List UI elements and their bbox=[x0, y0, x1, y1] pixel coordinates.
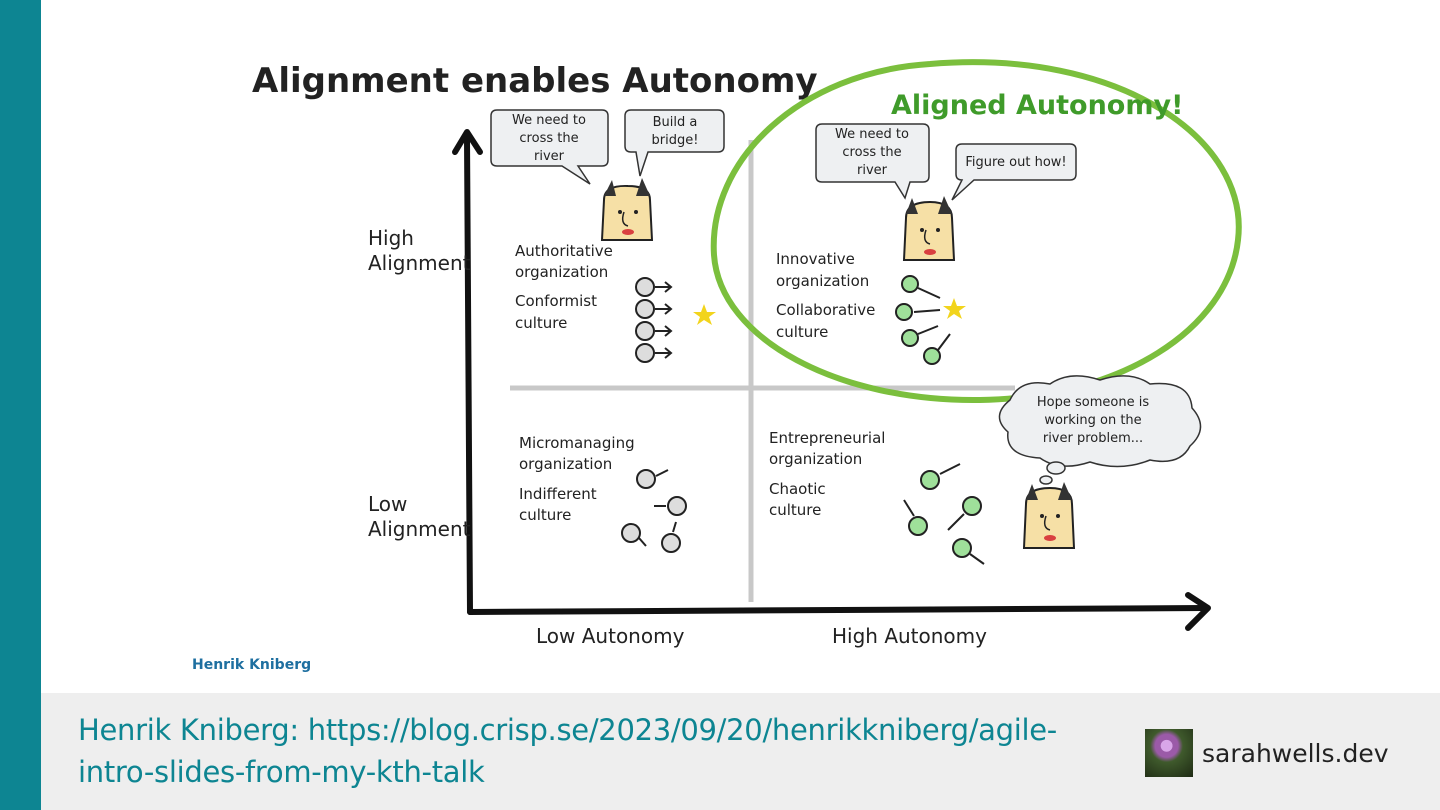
br-org-line1: Entrepreneurial bbox=[769, 429, 885, 447]
y-axis bbox=[452, 129, 483, 615]
x-low-label: Low Autonomy bbox=[536, 624, 685, 648]
thought-line2: working on the bbox=[1044, 413, 1141, 428]
thought-line1: Hope someone is bbox=[1037, 395, 1149, 410]
bubble-tl-b-line2: bridge! bbox=[652, 133, 699, 148]
x-axis bbox=[467, 592, 1211, 631]
flower-avatar-icon bbox=[1145, 729, 1193, 777]
bubble-tl-a-line3: river bbox=[534, 149, 565, 164]
brand-name: sarahwells.dev bbox=[1202, 738, 1389, 768]
y-low-label-line2: Alignment bbox=[368, 517, 471, 541]
x-high-label: High Autonomy bbox=[832, 624, 987, 648]
thought-line3: river problem... bbox=[1043, 431, 1143, 446]
leader-face-tl bbox=[600, 178, 654, 241]
tr-org-line1: Innovative bbox=[776, 250, 855, 268]
y-low-label-line1: Low bbox=[368, 492, 407, 516]
tl-culture-line2: culture bbox=[515, 314, 567, 332]
goal-star-icon bbox=[693, 304, 716, 325]
diagram-title: Alignment enables Autonomy bbox=[252, 61, 818, 101]
brand: sarahwells.dev bbox=[1145, 729, 1389, 777]
br-culture-line2: culture bbox=[769, 501, 821, 519]
thought-cloud: Hope someone is working on the river pro… bbox=[998, 375, 1202, 485]
speech-bubble-tl-b: Build a bridge! bbox=[624, 109, 725, 177]
y-high-label-line1: High bbox=[368, 226, 414, 250]
leader-face-tr bbox=[902, 196, 956, 261]
credit-label: Henrik Kniberg bbox=[192, 657, 311, 673]
bl-culture-line2: culture bbox=[519, 506, 571, 524]
aligned-autonomy-label: Aligned Autonomy! bbox=[891, 90, 1183, 121]
footer: Henrik Kniberg: https://blog.crisp.se/20… bbox=[41, 693, 1440, 810]
bubble-tl-b-line1: Build a bbox=[653, 115, 698, 130]
bubble-tr-a-line3: river bbox=[857, 163, 888, 178]
alignment-autonomy-diagram: Alignment enables Autonomy High Alignmen… bbox=[192, 59, 1242, 673]
chaotic-faces bbox=[903, 463, 985, 565]
speech-bubble-tr-a: We need to cross the river bbox=[815, 123, 930, 200]
tl-org-line2: organization bbox=[515, 263, 608, 281]
goal-star-icon-2 bbox=[943, 298, 966, 319]
tl-org-line1: Authoritative bbox=[515, 242, 613, 260]
tl-culture-line1: Conformist bbox=[515, 292, 597, 310]
bubble-tr-a-line2: cross the bbox=[842, 145, 901, 160]
conformist-faces bbox=[635, 277, 673, 363]
bl-org-line1: Micromanaging bbox=[519, 434, 635, 452]
bubble-tr-a-line1: We need to bbox=[835, 127, 909, 142]
aligned-autonomy-circle bbox=[710, 59, 1242, 404]
speech-bubble-tr-b: Figure out how! bbox=[951, 143, 1077, 201]
bubble-tl-a-line1: We need to bbox=[512, 113, 586, 128]
y-high-label-line2: Alignment bbox=[368, 251, 471, 275]
bl-org-line2: organization bbox=[519, 455, 612, 473]
tr-culture-line2: culture bbox=[776, 323, 828, 341]
indifferent-faces bbox=[621, 469, 687, 553]
collaborative-faces bbox=[895, 275, 951, 365]
accent-sidebar bbox=[0, 0, 41, 810]
leader-face-br bbox=[1022, 482, 1076, 549]
bl-culture-line1: Indifferent bbox=[519, 485, 597, 503]
speech-bubble-tl-a: We need to cross the river bbox=[490, 109, 609, 185]
tr-org-line2: organization bbox=[776, 272, 869, 290]
tr-culture-line1: Collaborative bbox=[776, 301, 875, 319]
source-link[interactable]: Henrik Kniberg: https://blog.crisp.se/20… bbox=[78, 713, 1057, 789]
br-culture-line1: Chaotic bbox=[769, 480, 826, 498]
bubble-tr-b-line1: Figure out how! bbox=[965, 155, 1066, 170]
bubble-tl-a-line2: cross the bbox=[519, 131, 578, 146]
br-org-line2: organization bbox=[769, 450, 862, 468]
